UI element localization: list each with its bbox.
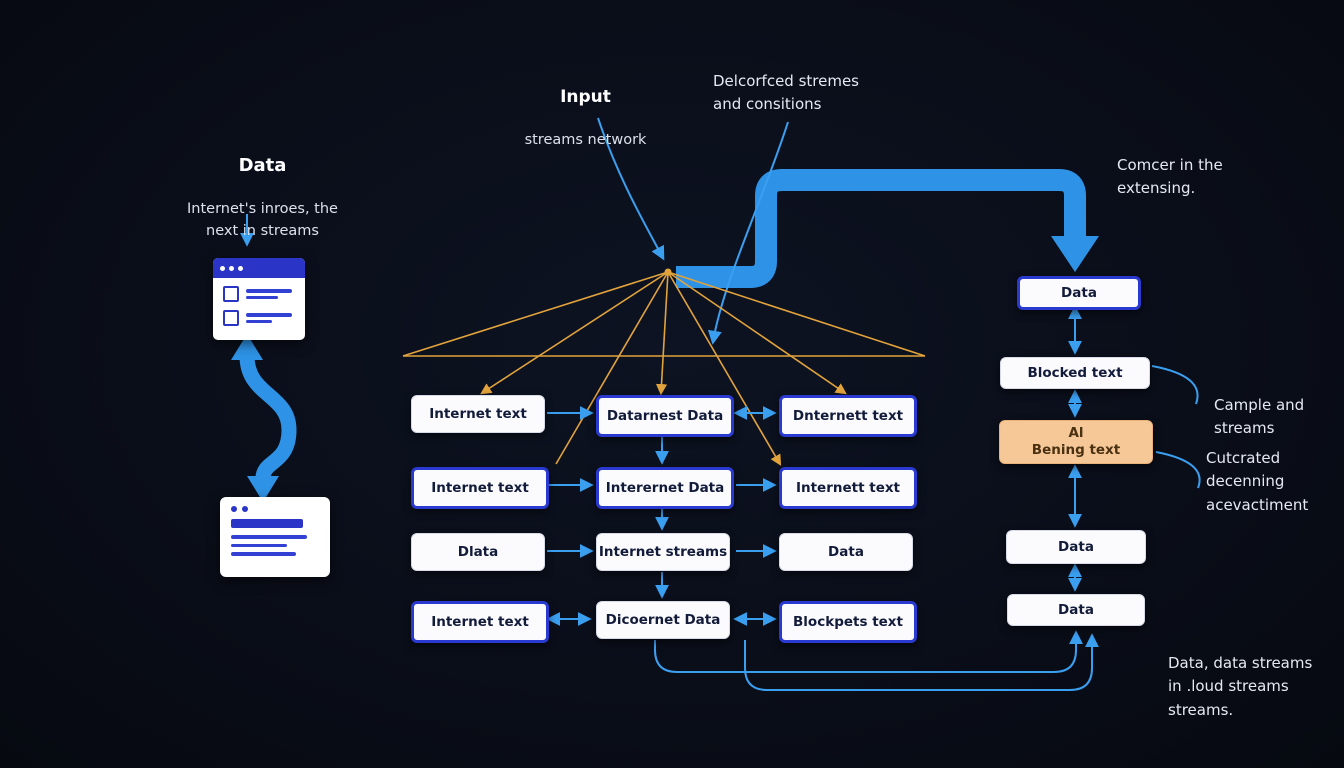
- right-column-box: Al Bening text: [999, 420, 1153, 464]
- input-title: Input: [560, 87, 611, 107]
- grid-box: Dlata: [411, 533, 545, 571]
- note-top-right: Comcer in the extensing.: [1117, 156, 1223, 198]
- browser-window-icon: [220, 497, 330, 577]
- grid-box: Data: [779, 533, 913, 571]
- thick-pipe-arrow: [676, 169, 1099, 288]
- browser-bar: [231, 519, 304, 528]
- grid-box: Dicoernet Data: [596, 601, 730, 639]
- right-column-box: Data: [1007, 594, 1145, 626]
- top-note: Delcorfced stremes and consitions: [713, 72, 860, 114]
- note-mid-right-1: Cample and streams: [1214, 396, 1305, 438]
- grid-box: Interernet Data: [596, 467, 734, 509]
- grid-box: Internet text: [411, 601, 549, 643]
- browser-titlebar: [213, 258, 305, 278]
- conditions-curve: [707, 121, 789, 345]
- note-mid-right-2: Cutcrated decenning acevactiment: [1206, 449, 1309, 514]
- browser-window-icon: [213, 258, 305, 340]
- browser-list-row: [213, 278, 305, 302]
- note-brackets: [1151, 365, 1201, 489]
- input-curve: [597, 117, 665, 261]
- grid-box: Dnternett text: [779, 395, 917, 437]
- right-column-box: Data: [1017, 276, 1141, 310]
- input-label: Input streams network: [518, 68, 653, 171]
- grid-box: Blockpets text: [779, 601, 917, 643]
- grid-box: Internet streams: [596, 533, 730, 571]
- input-subtitle: streams network: [524, 132, 647, 148]
- grid-box: Internet text: [411, 467, 549, 509]
- left-s-arrow: [231, 334, 297, 502]
- grid-box: Internett text: [779, 467, 917, 509]
- feedback-loops: [654, 630, 1099, 691]
- left-data-title: Data: [238, 155, 287, 176]
- note-bottom-right: Data, data streams in .loud streams stre…: [1168, 654, 1313, 719]
- left-data-subtitle: Internet's inroes, the next in streams: [187, 201, 338, 239]
- browser-dots: [231, 506, 319, 512]
- grid-box: Internet text: [411, 395, 545, 433]
- browser-list-row: [213, 302, 305, 326]
- grid-horizontal-arrows: [546, 406, 777, 626]
- right-column-box: Data: [1006, 530, 1146, 564]
- right-column-box: Blocked text: [1000, 357, 1150, 389]
- grid-box: Datarnest Data: [596, 395, 734, 437]
- orange-fan-lines: [402, 268, 926, 466]
- left-data-label: Data Internet's inroes, the next in stre…: [160, 136, 365, 262]
